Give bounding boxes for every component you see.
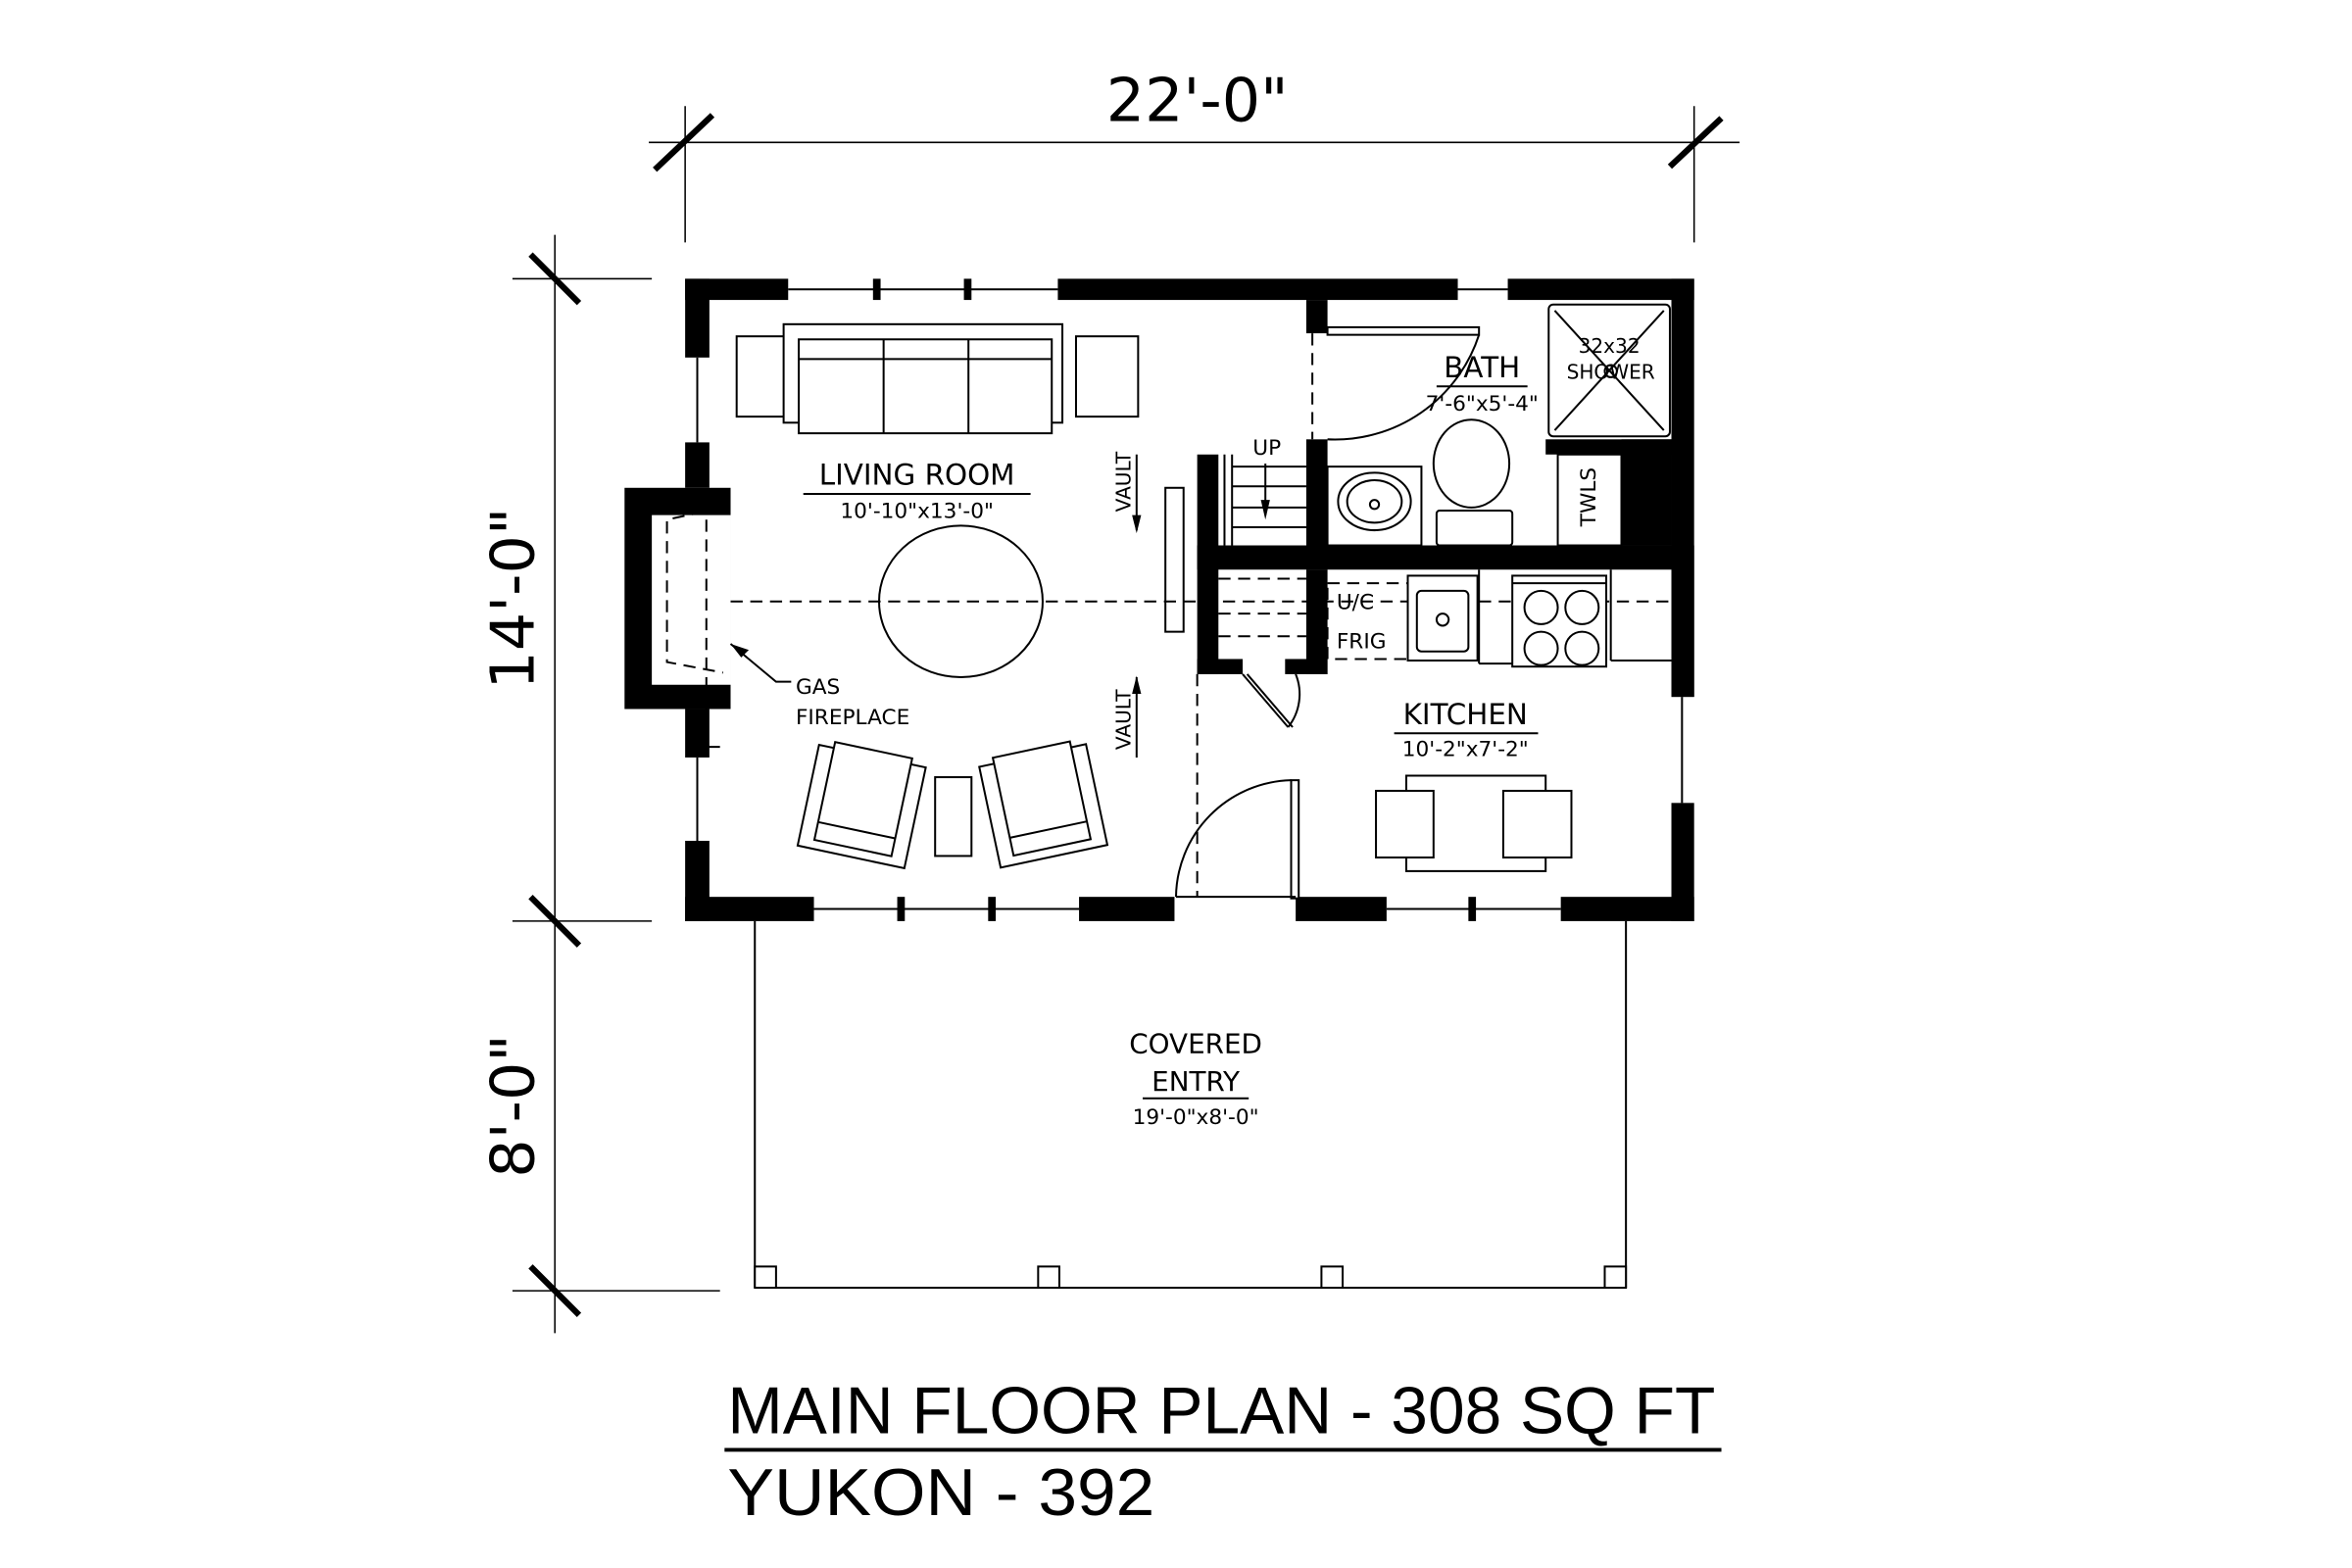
vault-arrows — [1132, 454, 1142, 758]
shower-label-2: SHOWER — [1567, 360, 1655, 383]
dimension-lines — [512, 106, 1740, 1334]
interior-walls — [1197, 300, 1694, 698]
entry-name-2: ENTRY — [1152, 1065, 1241, 1098]
towels-label: TWLS — [1577, 467, 1601, 527]
fireplace-label: GAS — [796, 675, 840, 700]
exterior-walls — [624, 278, 1694, 921]
living-furniture — [665, 322, 1672, 870]
uc-label: U/C — [1337, 590, 1374, 614]
stairs — [1218, 454, 1306, 638]
bath-size: 7'-6"x5'-4" — [1426, 392, 1539, 416]
width-dimension: 22'-0" — [1106, 66, 1289, 136]
entry-name: COVERED — [1129, 1027, 1262, 1059]
kitchen-size: 10'-2"x7'-2" — [1402, 737, 1529, 761]
bath-fixtures — [1326, 303, 1671, 547]
entry-size: 19'-0"x8'-0" — [1133, 1105, 1259, 1130]
living-room-name: LIVING ROOM — [819, 459, 1015, 492]
entry-depth-dimension: 8'-0" — [478, 1034, 549, 1177]
shower-label: 32x32 — [1579, 334, 1641, 358]
covered-entry — [754, 920, 1628, 1290]
doors — [1174, 325, 1481, 900]
vault-label-lower: VAULT — [1112, 689, 1136, 750]
frig-label: FRIG — [1337, 630, 1387, 655]
bath-name: BATH — [1444, 351, 1520, 384]
kitchen-fixtures — [1326, 569, 1672, 872]
stairs-up-label: UP — [1252, 436, 1281, 461]
plan-subtitle: YUKON - 392 — [727, 1455, 1154, 1530]
kitchen-name: KITCHEN — [1403, 698, 1528, 731]
vault-label-upper: VAULT — [1112, 451, 1136, 512]
main-depth-dimension: 14'-0" — [478, 508, 549, 690]
living-room-size: 10'-10"x13'-0" — [840, 500, 994, 524]
plan-title: MAIN FLOOR PLAN - 308 SQ FT — [727, 1373, 1715, 1447]
fireplace-label-2: FIREPLACE — [796, 706, 909, 730]
